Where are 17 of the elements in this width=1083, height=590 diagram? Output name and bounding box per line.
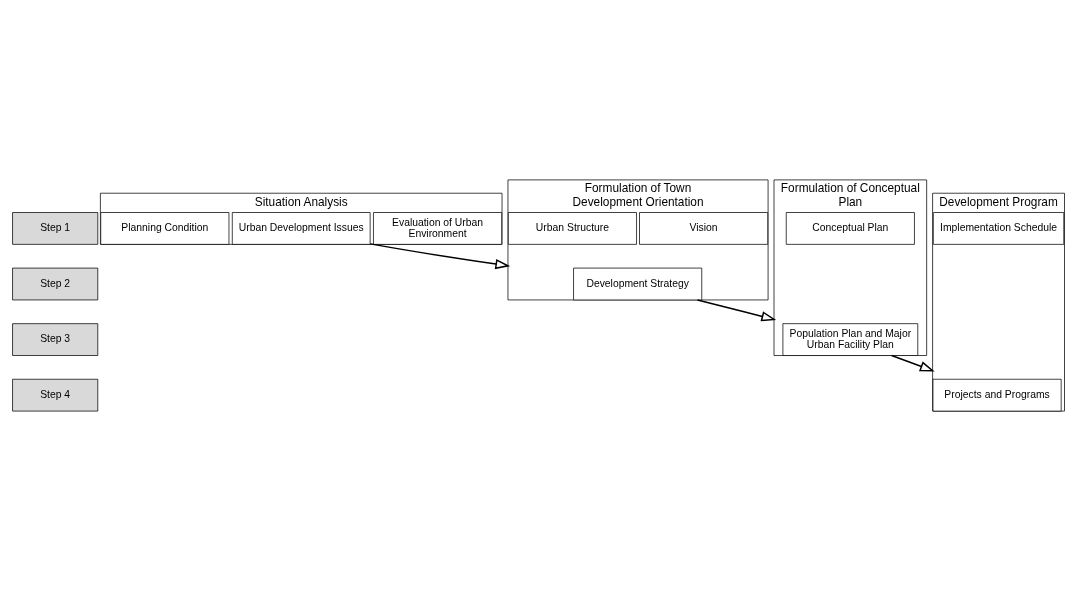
node-box: Development Strategy — [573, 267, 703, 300]
node-box: Projects and Programs — [932, 378, 1062, 411]
node-box: Planning Condition — [100, 211, 230, 245]
node-box: Step 1 — [12, 211, 99, 245]
node-box: Conceptual Plan — [785, 211, 915, 245]
node-box: Step 4 — [12, 378, 99, 411]
node-box: Evaluation of Urban Environment — [373, 211, 503, 245]
node-box: Vision — [639, 211, 769, 245]
node-box: Urban Development Issues — [231, 211, 371, 245]
node-box: Urban Structure — [507, 211, 637, 245]
node-box: Population Plan and Major Urban Facility Plan — [782, 322, 919, 356]
arrow — [369, 242, 511, 269]
node-box: Step 2 — [12, 267, 99, 300]
node-box: Implementation Schedule — [932, 211, 1065, 245]
node-box: Step 3 — [12, 322, 99, 356]
arrow — [890, 354, 935, 371]
arrow — [696, 298, 777, 321]
